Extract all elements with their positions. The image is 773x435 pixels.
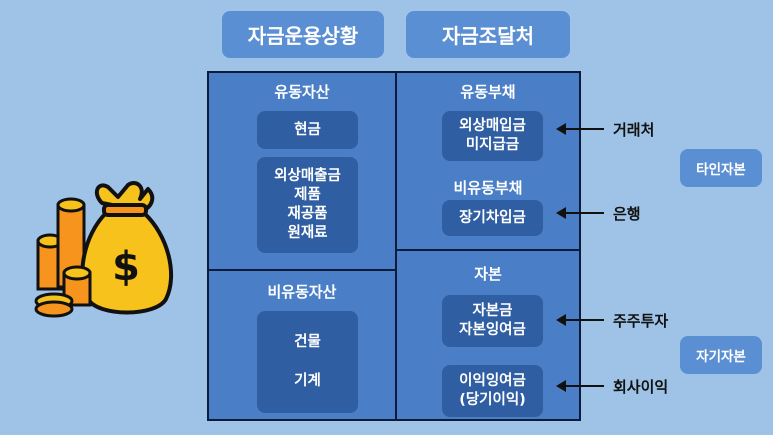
building-label: 건물 — [294, 334, 321, 350]
capital-surplus-label: 자본잉여금 — [459, 322, 526, 338]
accrued-payable-label: 미지급금 — [465, 137, 520, 153]
external-capital-tag[interactable]: 타인자본 — [680, 149, 762, 187]
receivables-label: 외상매출금 — [274, 168, 341, 184]
machine-label: 기계 — [294, 373, 321, 389]
noncurrent-liabilities-title: 비유동부채 — [453, 179, 523, 197]
cash-box: 현금 — [257, 111, 358, 149]
equity-title: 자본 — [474, 265, 502, 283]
capital-stock-label: 자본금 — [472, 303, 513, 319]
balance-sheet: 유동자산 현금 외상매출금 제품 재공품 원재료 비유동자산 건물 기계 유동부… — [207, 71, 581, 421]
supplier-label: 거래처 — [613, 121, 655, 139]
center-divider — [395, 73, 397, 419]
products-label: 제품 — [294, 187, 321, 203]
current-liabilities-title: 유동부채 — [460, 83, 516, 101]
arrow-supplier-icon — [556, 123, 604, 135]
company-profit-label: 회사이익 — [613, 378, 669, 396]
capital-box: 자본금 자본잉여금 — [442, 295, 543, 347]
internal-capital-tag[interactable]: 자기자본 — [680, 336, 762, 374]
dollar-sign: $ — [112, 244, 140, 290]
retained-box: 이익잉여금 (당기이익) — [442, 365, 543, 417]
wip-label: 재공품 — [287, 206, 328, 222]
accounts-payable-label: 외상매입금 — [459, 118, 526, 134]
raw-materials-label: 원재료 — [287, 225, 328, 241]
noncurrent-assets-title: 비유동자산 — [267, 283, 337, 301]
tab-fund-source[interactable]: 자금조달처 — [406, 11, 570, 58]
shareholders-label: 주주투자 — [613, 312, 669, 330]
cash-label: 현금 — [294, 121, 321, 138]
net-income-label: (당기이익) — [459, 392, 526, 408]
loans-box: 장기차입금 — [442, 200, 543, 236]
retained-earnings-label: 이익잉여금 — [459, 373, 526, 389]
money-bag-icon: $ — [34, 180, 174, 318]
fixed-assets-items: 건물 기계 — [257, 311, 358, 413]
current-assets-title: 유동자산 — [274, 83, 330, 101]
arrow-shareholders-icon — [556, 314, 604, 326]
assets-divider — [209, 269, 396, 271]
arrow-bank-icon — [556, 207, 604, 219]
arrow-profit-icon — [556, 380, 604, 392]
liabilities-divider — [396, 249, 579, 251]
long-term-loans-label: 장기차입금 — [459, 209, 526, 226]
bank-label: 은행 — [613, 205, 641, 223]
tab-fund-operation[interactable]: 자금운용상황 — [222, 11, 384, 58]
current-assets-items: 외상매출금 제품 재공품 원재료 — [257, 157, 358, 253]
payables-box: 외상매입금 미지급금 — [442, 111, 543, 161]
